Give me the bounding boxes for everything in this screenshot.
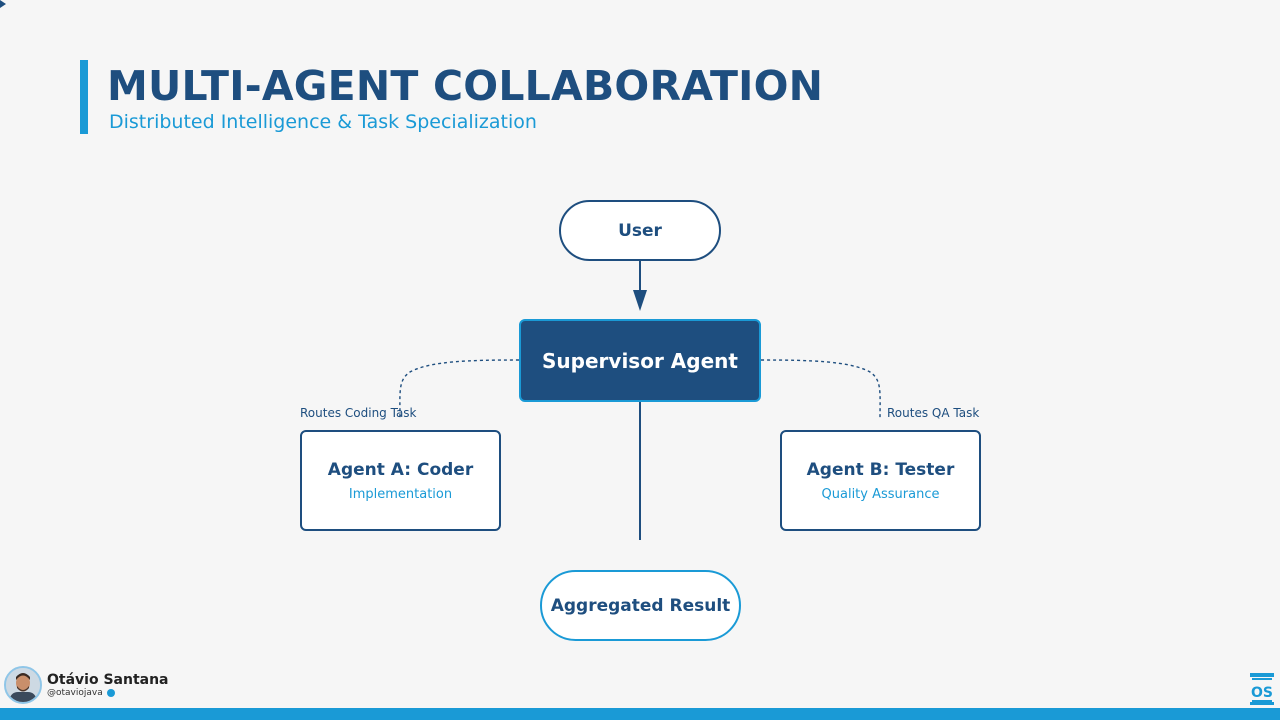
author-handle: @otaviojava bbox=[47, 688, 103, 699]
node-aggregated-result: Aggregated Result bbox=[540, 570, 741, 641]
node-agent-coder: Agent A: Coder Implementation bbox=[300, 430, 501, 531]
logo-text: OS bbox=[1251, 685, 1273, 701]
agent-coder-subtitle: Implementation bbox=[349, 487, 452, 502]
author-card: Otávio Santana @otaviojava bbox=[4, 666, 169, 704]
agent-tester-subtitle: Quality Assurance bbox=[822, 487, 940, 502]
footer-accent-bar bbox=[0, 708, 1280, 720]
node-supervisor-agent: Supervisor Agent bbox=[519, 319, 761, 402]
edge-supervisor-to-coder bbox=[400, 360, 519, 420]
agent-tester-title: Agent B: Tester bbox=[807, 460, 955, 480]
node-result-label: Aggregated Result bbox=[551, 596, 731, 616]
node-supervisor-label: Supervisor Agent bbox=[542, 349, 738, 373]
author-handle-row: @otaviojava bbox=[47, 688, 169, 699]
os-logo-icon: OS bbox=[1249, 672, 1275, 706]
node-user: User bbox=[559, 200, 721, 261]
agent-coder-title: Agent A: Coder bbox=[328, 460, 473, 480]
edge-supervisor-to-tester bbox=[761, 360, 880, 420]
edge-label-qa-task: Routes QA Task bbox=[887, 406, 979, 420]
avatar-illustration bbox=[6, 668, 40, 702]
author-name: Otávio Santana bbox=[47, 672, 169, 688]
edge-label-coding-task: Routes Coding Task bbox=[300, 406, 417, 420]
author-avatar bbox=[4, 666, 42, 704]
verified-badge-icon bbox=[107, 689, 115, 697]
node-user-label: User bbox=[618, 221, 662, 241]
node-agent-tester: Agent B: Tester Quality Assurance bbox=[780, 430, 981, 531]
edge-user-to-supervisor-arrowhead bbox=[633, 290, 647, 311]
